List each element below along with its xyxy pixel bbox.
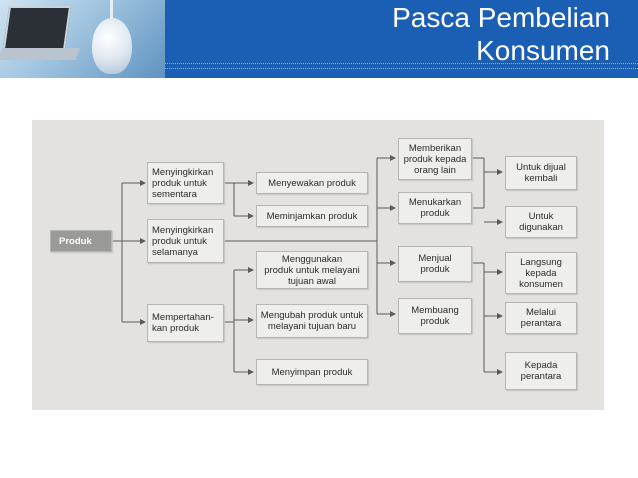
slide-header: Pasca Pembelian Konsumen xyxy=(0,0,638,78)
node-menyingkirkan-selamanya: Menyingkirkan produk untuk selamanya xyxy=(147,219,224,263)
laptop-base-icon xyxy=(0,48,81,60)
diagram-connectors xyxy=(112,155,503,375)
node-menyewakan: Menyewakan produk xyxy=(256,172,368,194)
node-dijual-kembali: Untuk dijual kembali xyxy=(505,156,577,190)
node-mempertahankan: Mempertahan- kan produk xyxy=(147,304,224,342)
node-produk: Produk xyxy=(50,230,112,252)
node-menyimpan: Menyimpan produk xyxy=(256,359,368,385)
mouse-cable-icon xyxy=(110,0,113,20)
node-meminjamkan: Meminjamkan produk xyxy=(256,205,368,227)
node-membuang: Membuang produk xyxy=(398,298,472,334)
node-melalui-perantara: Melalui perantara xyxy=(505,302,577,334)
mouse-icon xyxy=(92,18,132,74)
node-mengubah: Mengubah produk untuk melayani tujuan ba… xyxy=(256,304,368,338)
slide-title-line1: Pasca Pembelian xyxy=(392,2,610,33)
diagram-image: Produk Menyingkirkan produk untuk sement… xyxy=(32,120,604,410)
node-menggunakan: Menggunakan produk untuk melayani tujuan… xyxy=(256,251,368,289)
node-menukarkan: Menukarkan produk xyxy=(398,192,472,224)
node-kepada-perantara: Kepada perantara xyxy=(505,352,577,390)
node-menyingkirkan-sementara: Menyingkirkan produk untuk sementara xyxy=(147,162,224,204)
node-langsung-konsumen: Langsung kepada konsumen xyxy=(505,252,577,294)
slide-title: Pasca Pembelian Konsumen xyxy=(290,1,610,67)
laptop-icon xyxy=(2,6,72,50)
header-photo xyxy=(0,0,165,78)
node-memberikan: Memberikan produk kepada orang lain xyxy=(398,138,472,180)
header-rule xyxy=(165,63,638,64)
node-digunakan: Untuk digunakan xyxy=(505,206,577,238)
header-rule xyxy=(165,68,638,69)
slide-title-line2: Konsumen xyxy=(476,35,610,66)
node-menjual: Menjual produk xyxy=(398,246,472,282)
